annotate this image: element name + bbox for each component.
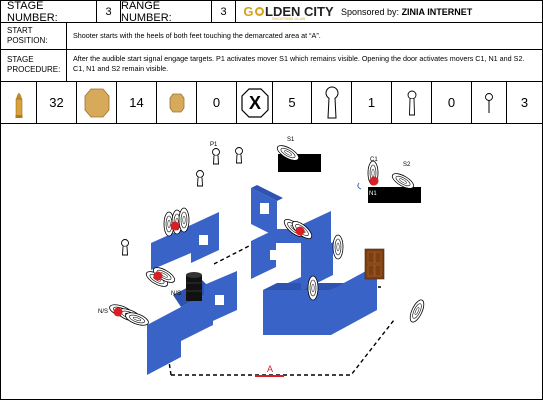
- plate: [121, 239, 129, 256]
- label-ns-left: N/S: [98, 309, 108, 315]
- range-number-label: RANGE NUMBER:: [121, 0, 212, 24]
- stage-number-value: 3: [97, 1, 121, 22]
- popper-p1: [212, 148, 220, 165]
- red-dot: [170, 221, 180, 231]
- mini-ipsc-target-count: 0: [197, 82, 237, 123]
- stage-procedure-label: STAGE: [7, 55, 34, 64]
- target-behind-wall: [307, 275, 319, 301]
- start-position-label-2: POSITION:: [7, 36, 48, 45]
- logo-gold-letter: G: [243, 4, 254, 19]
- stage-procedure-row: STAGE PROCEDURE: After the audible start…: [1, 50, 542, 82]
- sponsor: Sponsored by: ZINIA INTERNET: [341, 1, 542, 22]
- plate: [235, 147, 243, 164]
- no-shoot-icon: X: [237, 82, 273, 123]
- no-shoot-count: 5: [273, 82, 312, 123]
- club-logo: G LDEN CITY SHOOTING CLUB: [236, 1, 341, 22]
- red-dot: [295, 226, 305, 236]
- door: [364, 248, 385, 280]
- start-position-row: START POSITION: Shooter starts with the …: [1, 23, 542, 50]
- target-near-wall: [332, 234, 344, 260]
- plate-count: 3: [520, 95, 529, 110]
- plate-icon: [472, 82, 507, 123]
- large-popper-icon: [312, 82, 352, 123]
- rounds-count: 32: [37, 82, 77, 123]
- target-right: [406, 297, 428, 325]
- start-position-label: START: [7, 26, 33, 35]
- stage-number-label: STAGE NUMBER:: [1, 0, 97, 24]
- stage-procedure-label-2: PROCEDURE:: [7, 65, 61, 74]
- barrel: [186, 272, 202, 301]
- bullet-icon: [1, 82, 37, 123]
- sponsor-prefix: Sponsored by:: [341, 6, 400, 17]
- logo-target-icon: [255, 7, 264, 16]
- stage-procedure-text-2: C1, N1 and S2 remain visible.: [73, 64, 169, 73]
- logo-text: LDEN CITY: [265, 4, 334, 19]
- red-dot: [153, 271, 163, 281]
- mini-ipsc-target-icon: [157, 82, 197, 123]
- target-counts-row: 32 14 0 X 5 1 0 3: [1, 82, 542, 124]
- stage-diagram: A: [98, 137, 428, 377]
- small-popper-icon: [392, 82, 432, 123]
- plate: [196, 170, 204, 187]
- sponsor-name: ZINIA INTERNET: [401, 6, 473, 17]
- ipsc-target-count: 14: [117, 82, 157, 123]
- red-dot: [113, 307, 123, 317]
- middle-walls: [251, 185, 377, 335]
- logo-subtitle: SHOOTING CLUB: [271, 16, 306, 21]
- label-p1: P1: [210, 142, 218, 148]
- label-a: A: [267, 364, 273, 374]
- svg-text:X: X: [248, 93, 260, 113]
- stage-procedure-text: After the audible start signal engage ta…: [73, 54, 525, 63]
- label-s1: S1: [287, 137, 295, 143]
- targets-left-lower: [107, 301, 151, 329]
- label-c1: C1: [370, 157, 378, 163]
- range-number-value: 3: [212, 1, 236, 22]
- large-popper-count: 1: [352, 82, 392, 123]
- start-position-text: Shooter starts with the heels of both fe…: [73, 31, 321, 40]
- red-dot: [369, 176, 379, 186]
- mover-c1-housing: [368, 187, 421, 203]
- label-n1: N1: [369, 191, 377, 197]
- label-ns-barrel: N/S: [171, 291, 181, 297]
- ipsc-target-icon: [77, 82, 117, 123]
- small-popper-count: 0: [432, 82, 472, 123]
- header-row: STAGE NUMBER: 3 RANGE NUMBER: 3 G LDEN C…: [1, 0, 542, 24]
- label-s2: S2: [403, 162, 411, 168]
